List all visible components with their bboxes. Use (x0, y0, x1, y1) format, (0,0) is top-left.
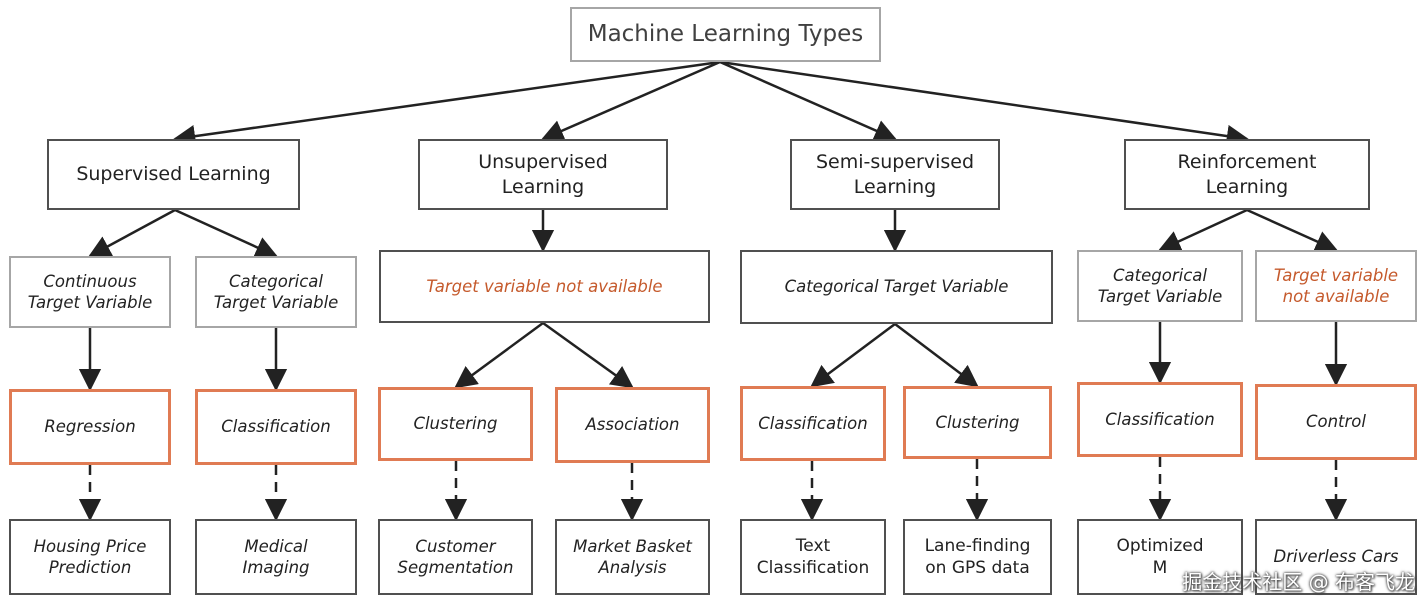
target-categorical-rl: Categorical Target Variable (1077, 250, 1243, 322)
category-reinforcement-line2: Learning (1205, 175, 1289, 198)
target-rl-none-line2: not available (1282, 287, 1390, 306)
example-medical-imaging: Medical Imaging (195, 519, 357, 595)
category-reinforcement: Reinforcement Learning (1124, 139, 1370, 210)
target-rl-none-line1: Target variable (1273, 265, 1399, 285)
target-continuous: Continuous Target Variable (9, 256, 171, 328)
target-continuous-line1: Continuous (43, 271, 137, 291)
category-semi-line1: Semi-supervised (815, 150, 975, 173)
example-customer-segmentation: Customer Segmentation (378, 519, 533, 595)
root-node: Machine Learning Types (570, 7, 881, 62)
edge-semi-classification (810, 322, 896, 388)
category-reinforcement-line1: Reinforcement (1177, 150, 1317, 173)
example-optimized-line2: M (1152, 558, 1168, 578)
example-medical-line1: Medical (244, 536, 308, 556)
target-unsup-label: Target variable not available (426, 276, 663, 296)
method-regression: Regression (9, 389, 171, 465)
example-customer-line1: Customer (415, 536, 496, 556)
example-market-line1: Market Basket (573, 536, 692, 556)
category-supervised: Supervised Learning (47, 139, 300, 210)
edge-supervised-continuous (88, 208, 176, 258)
method-association-label: Association (585, 415, 680, 435)
method-classification-sup-label: Classification (221, 417, 331, 437)
target-categorical-semi: Categorical Target Variable (740, 250, 1053, 324)
target-categorical-sup-line2: Target Variable (213, 293, 339, 312)
example-lane-finding: Lane-finding on GPS data (903, 519, 1052, 595)
method-classification-rl-label: Classification (1105, 409, 1215, 429)
watermark-text: 掘金技术社区 @ 布客飞龙 (1182, 570, 1415, 594)
method-classification-supervised: Classification (195, 389, 357, 465)
method-classification-semi: Classification (740, 386, 886, 461)
edge-supervised-categorical (174, 208, 279, 258)
example-text-line1: Text (795, 535, 831, 556)
method-control: Control (1255, 384, 1417, 460)
example-text-line2: Classification (756, 558, 870, 578)
example-optimized: Optimized M (1077, 519, 1243, 595)
method-clustering-semi: Clustering (903, 386, 1052, 459)
edge-unsup-association (542, 321, 634, 389)
edge-unsup-clustering (454, 321, 544, 389)
edge-rl-none (1246, 208, 1339, 252)
method-control-label: Control (1305, 412, 1366, 432)
example-driverless-label: Driverless Cars (1273, 547, 1399, 567)
target-continuous-line2: Target Variable (27, 293, 153, 312)
root-label: Machine Learning Types (587, 20, 864, 47)
example-customer-line2: Segmentation (397, 558, 514, 577)
example-optimized-line1: Optimized (1116, 535, 1204, 556)
target-rl-cat-line2: Target Variable (1097, 287, 1223, 306)
edge-rl-categorical (1157, 208, 1248, 252)
example-driverless-cars: Driverless Cars (1255, 519, 1417, 595)
example-housing-line1: Housing Price (33, 536, 147, 556)
category-unsupervised: Unsupervised Learning (418, 139, 668, 210)
method-classification-semi-label: Classification (758, 413, 868, 433)
target-not-available-rl: Target variable not available (1255, 250, 1417, 322)
target-not-available-unsupervised: Target variable not available (379, 250, 710, 323)
method-clustering-semi-label: Clustering (935, 412, 1020, 432)
method-classification-rl: Classification (1077, 382, 1243, 457)
category-unsupervised-line2: Learning (501, 175, 585, 198)
edge-root-supervised (172, 60, 721, 148)
category-supervised-label: Supervised Learning (76, 163, 271, 186)
example-market-basket: Market Basket Analysis (555, 519, 710, 595)
target-categorical-supervised: Categorical Target Variable (195, 256, 357, 328)
edge-root-unsupervised (540, 60, 721, 142)
example-housing-line2: Prediction (48, 558, 132, 577)
category-unsupervised-line1: Unsupervised (478, 150, 608, 173)
category-semi-line2: Learning (853, 175, 937, 198)
target-categorical-sup-line1: Categorical (229, 271, 323, 291)
example-lane-line1: Lane-finding (924, 535, 1031, 556)
method-clustering-unsup-label: Clustering (413, 414, 498, 434)
target-rl-cat-line1: Categorical (1113, 265, 1207, 285)
method-clustering-unsupervised: Clustering (378, 387, 533, 461)
example-market-line2: Analysis (598, 558, 667, 577)
category-semi-supervised: Semi-supervised Learning (790, 139, 1000, 210)
edge-root-semi (719, 60, 898, 142)
method-association: Association (555, 387, 710, 463)
example-medical-line2: Imaging (242, 558, 310, 577)
edge-semi-clustering (894, 323, 979, 388)
method-regression-label: Regression (44, 417, 136, 437)
example-lane-line2: on GPS data (925, 558, 1030, 578)
example-housing-price: Housing Price Prediction (9, 519, 171, 595)
target-semi-label: Categorical Target Variable (784, 277, 1009, 297)
example-text-classification: Text Classification (740, 519, 886, 595)
edge-root-reinforcement (719, 60, 1250, 148)
